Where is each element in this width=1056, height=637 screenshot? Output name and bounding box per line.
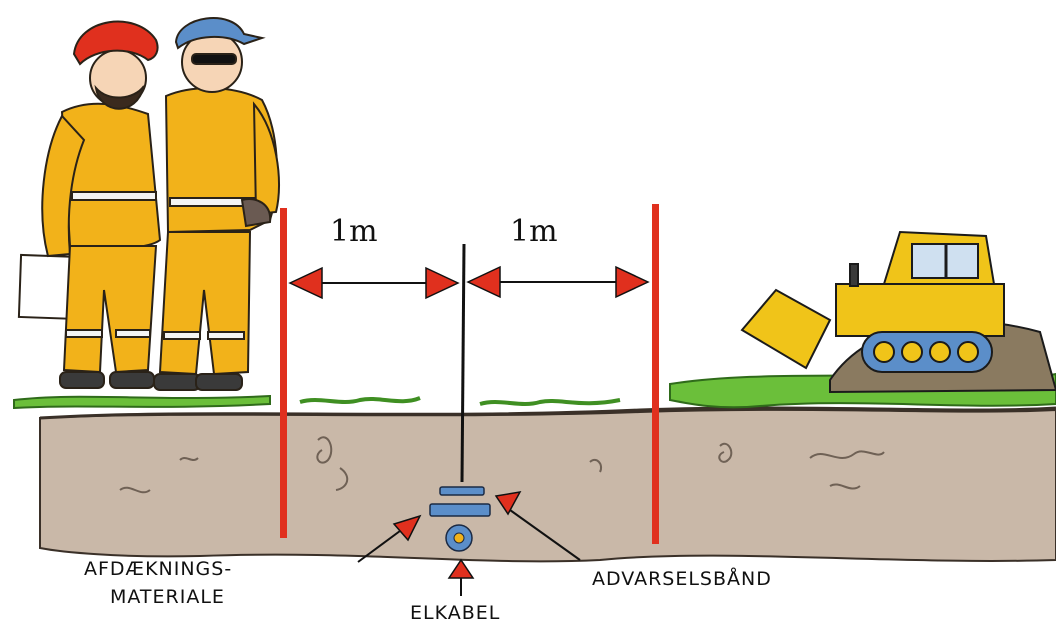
soil-ground (39, 408, 1056, 563)
soil-surface-line (39, 406, 1056, 420)
grass-middle (299, 396, 621, 406)
worker-2-glove (240, 198, 272, 228)
cable-label: ELKABEL (410, 602, 501, 624)
cover-pointer-line (357, 527, 405, 563)
grass-left (13, 394, 271, 410)
electric-cable-core (453, 532, 465, 544)
worker-1-legs (62, 245, 158, 374)
tape-pointer-line (509, 509, 581, 561)
sunglasses-icon (191, 53, 237, 65)
right-arrow-start-icon (466, 265, 501, 299)
left-arrow-start-icon (288, 266, 323, 300)
construction-workers (17, 17, 281, 391)
cable-center-line (460, 243, 466, 483)
tape-pointer-arrow-icon (494, 491, 522, 516)
bulldozer (740, 230, 1056, 394)
cover-material-label-line1: AFDÆKNINGS- (84, 558, 233, 580)
bulldozer-blade (740, 288, 832, 370)
right-boundary-pole (652, 204, 659, 544)
bulldozer-track (861, 331, 993, 373)
soil-texture (119, 436, 885, 494)
cover-material-label-line2: MATERIALE (110, 586, 225, 608)
bulldozer-exhaust (849, 263, 859, 287)
worker-1-helmet-icon (72, 20, 159, 66)
right-arrow-end-icon (615, 265, 650, 299)
worker-2-arm (252, 101, 281, 216)
worker-1-arm (41, 114, 86, 258)
cable-pointer-arrow-icon (447, 558, 475, 579)
left-distance-label: 1m (330, 214, 378, 249)
worker-1-beard (94, 84, 145, 110)
cover-material-bottom (429, 503, 491, 517)
worker-2-cap-icon (174, 17, 266, 50)
worker-2-legs (158, 231, 252, 376)
warning-tape-label: ADVARSELSBÅND (592, 568, 772, 590)
cover-pointer-arrow-icon (392, 514, 422, 542)
left-arrow-end-icon (425, 266, 460, 300)
bulldozer-body (835, 283, 1005, 337)
left-boundary-pole (280, 208, 287, 538)
right-distance-label: 1m (510, 214, 558, 249)
worker-1-jacket (60, 102, 162, 250)
cover-material-top (439, 486, 485, 496)
